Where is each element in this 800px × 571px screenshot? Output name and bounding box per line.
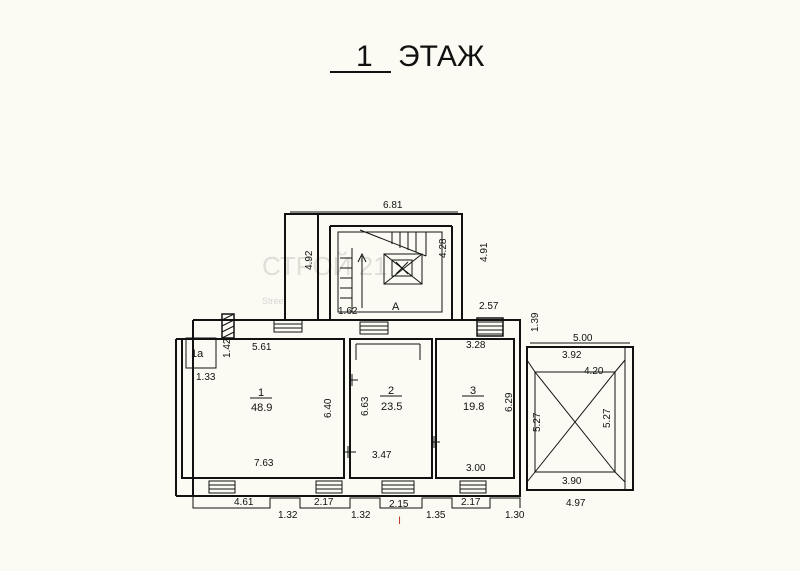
window-top-room1	[273, 319, 303, 333]
room-2-area: 23.5	[381, 401, 402, 413]
dim-right-right-height: 5.27	[602, 408, 613, 428]
facade-base	[192, 496, 521, 509]
room-1a-number: 1а	[191, 348, 204, 360]
stair-entry	[355, 321, 421, 360]
dim-room1-top: 5.61	[252, 342, 272, 353]
dim-room2-height: 6.63	[360, 396, 371, 416]
dim-facade-6: 1.35	[426, 510, 446, 521]
dim-facade-4: 1.32	[351, 510, 371, 521]
dim-right-cross-top: 4.20	[584, 366, 604, 377]
dim-right-left-height: 5.27	[532, 412, 543, 432]
dim-room1a-width: 1.33	[196, 372, 216, 383]
dim-room3-top: 3.28	[466, 340, 486, 351]
dim-right-block-top: 5.00	[573, 333, 593, 344]
pillar-1a	[221, 313, 235, 339]
landing-column	[476, 317, 504, 337]
dim-top-overall: 6.81	[383, 200, 403, 211]
facade-windows	[208, 480, 487, 494]
dim-stair-landing: 1.62	[338, 306, 358, 317]
staircase	[337, 229, 443, 313]
plan-title: 1 ЭТАЖ	[330, 40, 485, 73]
dim-room1-bottom: 7.63	[254, 458, 274, 469]
room-3-number: 3	[470, 385, 476, 397]
door-marks	[344, 374, 440, 458]
dim-facade-1: 4.61	[234, 497, 254, 508]
room-2-number: 2	[388, 385, 394, 397]
watermark: СТРОЙ 21	[262, 251, 388, 281]
dimension-labels: 6.81 4.92 4.28 4.91 2.57 1.39 1.62 5.61 …	[196, 200, 613, 527]
dim-right-inner-bottom: 3.90	[562, 476, 582, 487]
main-block	[175, 319, 521, 497]
dim-stair-height: 4.28	[438, 238, 449, 258]
entrance-mark: I	[398, 515, 401, 527]
dimension-lines	[290, 211, 630, 344]
room-a-number: А	[392, 301, 400, 313]
dim-facade-3: 1.32	[278, 510, 298, 521]
room-1-area: 48.9	[251, 402, 272, 414]
dim-right-annex-height: 4.91	[479, 242, 490, 262]
dim-facade-7: 2.17	[461, 497, 481, 508]
dim-facade-2: 2.17	[314, 497, 334, 508]
floor-label: ЭТАЖ	[398, 40, 485, 73]
dim-facade-5: 2.15	[389, 499, 409, 510]
watermark-sub: Street	[262, 296, 287, 306]
dim-left-annex-height: 4.92	[304, 250, 315, 270]
floor-number: 1	[356, 40, 373, 73]
dim-room2-bottom: 3.47	[372, 450, 392, 461]
dim-room3-bottom: 3.00	[466, 463, 486, 474]
dim-right-gap: 1.39	[530, 312, 541, 332]
dim-right-inner-top: 3.92	[562, 350, 582, 361]
dim-room3-height: 6.29	[504, 392, 515, 412]
dim-facade-8: 1.30	[505, 510, 525, 521]
room-labels: 1 48.9 2 23.5 3 19.8 1а А	[191, 301, 484, 414]
room-1-number: 1	[258, 387, 264, 399]
room-3-area: 19.8	[463, 401, 484, 413]
dim-landing-width: 2.57	[479, 301, 499, 312]
dim-room1-side: 1.42	[222, 338, 233, 358]
right-block	[526, 346, 634, 491]
dim-right-block-bottom: 4.97	[566, 498, 586, 509]
dim-room1-height: 6.40	[323, 398, 334, 418]
